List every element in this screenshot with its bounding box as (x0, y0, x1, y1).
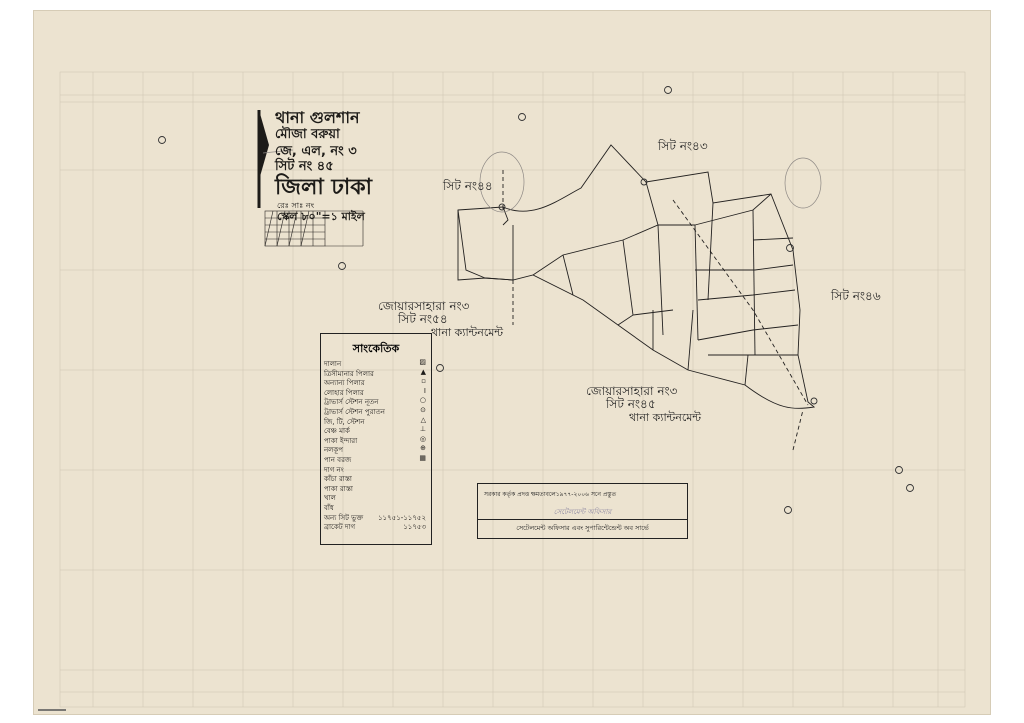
legend-item-symbol: ▨ (419, 358, 426, 366)
legend-item-symbol: ⊙ (420, 406, 426, 414)
legend-item-label: বাঁধ (324, 504, 334, 512)
jl-no-label: জে, এল, নং ৩ (275, 144, 357, 159)
pencil-marks (262, 149, 822, 213)
legend-item-symbol: ১১৭৫১-১১৭৫২ (378, 513, 426, 522)
legend-item-label: ত্রিসীমানার পিলার (324, 369, 374, 378)
sheet-46-label: সিট নং৪৬ (831, 289, 881, 303)
legend-title: সাংকেতিক (352, 342, 400, 355)
adjacent-mouza-1-sheet: সিট নং৫৪ (398, 312, 448, 326)
legend-item-symbol: I (423, 386, 426, 395)
adjacent-mouza-1: জোয়ারসাহারা নং৩ (378, 299, 470, 313)
legend-item-label: পাকা রাস্তা (324, 484, 353, 493)
certificate-line-3: সেটেলমেন্ট অফিসার এবং সুপারিন্টেন্ডেন্ট … (478, 519, 687, 534)
legend-item-symbol: ⊕ (420, 444, 426, 453)
legend-item-symbol: ▦ (419, 454, 426, 462)
legend-item-symbol: ⊥ (419, 425, 426, 434)
survey-grid (59, 71, 966, 708)
mouza-boundary (457, 144, 816, 409)
adjacent-mouza-2-sheet: সিট নং৪৫ (606, 397, 656, 411)
district-label: জিলা ঢাকা (275, 175, 373, 200)
legend-item-symbol: ◎ (419, 434, 426, 443)
scale-diagram (264, 210, 364, 247)
legend-item-label: পান বরজ (324, 456, 352, 464)
legend-item-symbol: ▫ (421, 377, 426, 386)
legend-box: সাংকেতিক দালান ▨ ত্রিসীমানার পিলার ▲ অন্যান্… (320, 333, 432, 545)
legend-item-label: ট্রাভার্স স্টেশন পুরাতন (324, 408, 385, 416)
legend-item-symbol: ▲ (420, 367, 426, 376)
sheet-44-label: সিট নং৪৪ (443, 179, 493, 193)
legend-item-symbol: △ (420, 415, 426, 424)
adjacent-mouza-1-thana: থানা ক্যান্টনমেন্ট (431, 326, 504, 339)
legend-item-label: জি, টি, স্টেশন (324, 417, 365, 426)
thana-label: থানা গুলশান (275, 108, 360, 127)
title-arrow (259, 110, 269, 180)
scale-label: স্কেল ৮০"=১ মাইল (277, 210, 365, 223)
legend-item-label: ব্রাকেট দাগ (324, 523, 356, 532)
legend-item-label: খাল (324, 494, 336, 503)
map-sheet: থানা গুলশান মৌজা বরুয়া জে, এল, নং ৩ সিট… (33, 10, 991, 715)
sheet-boundary-dashed (502, 170, 809, 451)
legend-item-label: বেঞ্চ মার্ক (324, 427, 350, 436)
sheet-no-label: সিট নং ৪৫ (275, 159, 334, 174)
legend-item-symbol: ○ (419, 396, 426, 405)
legend-item-label: দাগ নং (324, 465, 344, 474)
legend-item-label: অন্যান্য পিলার (324, 379, 365, 388)
certificate-box: সরকার কর্তৃক প্রদত্ত ক্ষমতাবলে১৯৭৭-২০০৬ … (477, 483, 688, 539)
legend-item-label: দালান (324, 360, 342, 368)
certificate-line-1: সরকার কর্তৃক প্রদত্ত ক্ষমতাবলে১৯৭৭-২০০৬ … (484, 491, 617, 498)
traverse-stations (158, 86, 914, 514)
sheet-43-label: সিট নং৪৩ (658, 139, 708, 153)
legend-item-label: অন্য সিট ভুক্ত (324, 513, 364, 522)
survey-no-label: রেঃ সাঃ নং (277, 201, 315, 210)
legend-item-label: পাকা ইন্দারা (324, 436, 358, 445)
mouza-label: মৌজা বরুয়া (275, 127, 340, 142)
map-drawing (38, 71, 966, 711)
legend-item-symbol: ১১৭৫৩ (403, 523, 426, 532)
adjacent-mouza-2: জোয়ারসাহারা নং৩ (586, 384, 678, 398)
legend-item-label: কাঁচা রাস্তা (324, 475, 352, 484)
legend-item-label: নলকূপ (324, 446, 344, 455)
certificate-signature: সেটেলমেন্ট অফিসার (553, 508, 612, 516)
adjacent-mouza-2-thana: থানা ক্যান্টনমেন্ট (629, 411, 702, 424)
legend-item-label: ট্রাভার্স স্টেশন নূতন (324, 398, 379, 407)
legend-item-label: লোহার পিলার (324, 388, 364, 397)
